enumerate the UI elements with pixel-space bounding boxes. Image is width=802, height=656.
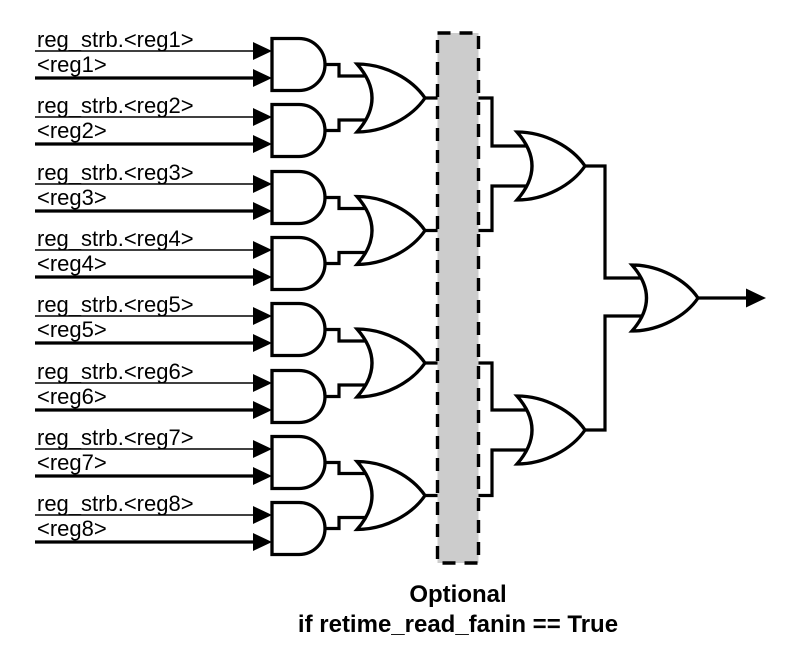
input-pair-1 [35,42,371,87]
input-pair-7 [35,440,371,485]
strobe-arrowhead-icon-2 [253,108,272,126]
and7-output-wire [325,460,371,476]
and-gates [270,36,327,557]
signal-arrowhead-icon-4 [253,268,272,286]
strobe-arrowhead-icon-7 [253,440,272,458]
stage2-or-output-wires [585,164,646,432]
input-pair-3 [35,175,371,220]
and-gate-5 [270,301,327,358]
signal-label-3: <reg3> [37,185,107,210]
or-gate-stage2-bottom [515,394,587,466]
or-gate-stage1-4 [355,459,427,532]
strobe-label-6: reg_strb.<reg6> [37,359,194,384]
or-gate-stage1-3 [355,327,427,399]
and-gate-2 [270,102,327,159]
caption-line-2: if retime_read_fanin == True [298,611,618,638]
optional-region-caption: Optional if retime_read_fanin == True [298,581,618,638]
strobe-label-8: reg_strb.<reg8> [37,491,194,516]
signal-arrowhead-icon-2 [253,135,272,153]
input-pair-6 [35,374,371,419]
signal-label-2: <reg2> [37,118,107,143]
input-pair-2 [35,108,371,153]
strobe-label-3: reg_strb.<reg3> [37,160,194,185]
or-gate-stage2-top [515,130,587,202]
optional-retime-region [435,31,481,565]
and-gate-1 [270,36,327,93]
strobe-label-1: reg_strb.<reg1> [37,27,194,52]
signal-label-5: <reg5> [37,317,107,342]
or-stage2-top-output-wire [585,164,646,280]
stage2-or-gates [515,130,587,466]
signal-label-8: <reg8> [37,516,107,541]
and5-output-wire [325,327,371,343]
strobe-arrowhead-icon-1 [253,42,272,60]
signal-label-7: <reg7> [37,450,107,475]
strobe-arrowhead-icon-6 [253,374,272,392]
strobe-arrowhead-icon-5 [253,307,272,325]
output-arrowhead-icon [746,288,766,308]
signal-label-6: <reg6> [37,384,107,409]
and3-output-wire [325,195,371,211]
strobe-arrowhead-icon-8 [253,506,272,524]
caption-line-1: Optional [409,581,506,608]
and-gate-3 [270,169,327,226]
and8-output-wire [325,515,371,531]
input-labels: reg_strb.<reg1> <reg1> reg_strb.<reg2> <… [37,27,194,541]
signal-arrowhead-icon-7 [253,467,272,485]
signal-arrowhead-icon-1 [253,69,272,87]
strobe-label-5: reg_strb.<reg5> [37,292,194,317]
strobe-arrowhead-icon-3 [253,175,272,193]
and6-output-wire [325,383,371,399]
input-pair-4 [35,241,371,286]
or-gate-stage1-2 [355,194,427,267]
and-gate-6 [270,368,327,425]
or-gate-final [630,263,700,333]
and-gate-4 [270,235,327,292]
signal-arrowhead-icon-5 [253,334,272,352]
stage1-or-gates [355,62,427,532]
strobe-label-2: reg_strb.<reg2> [37,93,194,118]
signal-label-4: <reg4> [37,251,107,276]
and4-output-wire [325,250,371,266]
signal-arrowhead-icon-6 [253,401,272,419]
strobe-label-4: reg_strb.<reg4> [37,226,194,251]
input-pair-5 [35,307,371,352]
signal-arrowhead-icon-8 [253,533,272,551]
signal-label-1: <reg1> [37,52,107,77]
strobe-label-7: reg_strb.<reg7> [37,425,194,450]
and1-output-wire [325,62,371,78]
and2-output-wire [325,118,371,133]
strobe-arrowhead-icon-4 [253,241,272,259]
or-gate-stage1-1 [355,62,427,134]
final-output [698,288,766,308]
signal-arrowhead-icon-3 [253,202,272,220]
or-stage2-bottom-output-wire [585,314,646,432]
and-gate-8 [270,500,327,557]
input-pair-8 [35,506,371,551]
and-gate-7 [270,434,327,491]
